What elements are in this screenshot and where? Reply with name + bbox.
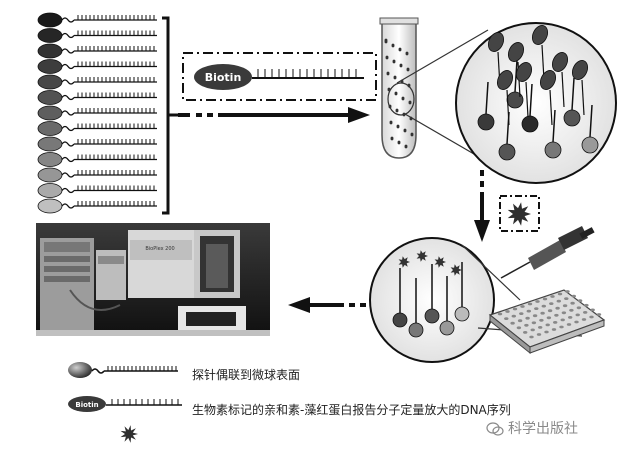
instrument-label: BioPlex 200 — [145, 246, 174, 252]
reporter-box — [499, 195, 540, 232]
arrow-to-instrument — [288, 297, 310, 313]
pipette-icon — [500, 226, 595, 279]
probe-bead-column — [37, 12, 157, 214]
watermark: 科学出版社 — [486, 418, 578, 438]
probe-bead — [37, 136, 63, 152]
phycoerythrin-burst-icon — [507, 202, 531, 226]
probe-bead — [37, 12, 63, 28]
probe-bead — [37, 43, 63, 59]
test-tube-icon — [379, 17, 419, 159]
legend-probe-icon — [68, 362, 178, 378]
probe-bead — [37, 59, 63, 74]
probe-bead — [37, 198, 63, 214]
probe-bead — [37, 121, 63, 136]
bead-bracket — [162, 16, 170, 215]
instrument-photo: BioPlex 200 — [36, 223, 270, 336]
probe-bead — [37, 28, 63, 43]
watermark-text: 科学出版社 — [508, 421, 578, 437]
probe-bead — [37, 90, 63, 105]
biotin-label: Biotin — [205, 71, 242, 84]
biotin-dna-strand — [257, 69, 357, 78]
reporter-bound-probes — [392, 250, 470, 338]
legend-reporter-icon — [120, 425, 138, 443]
probe-bead — [37, 167, 63, 183]
probe-bead — [37, 74, 63, 90]
legend-probe-text: 探针偶联到微球表面 — [192, 368, 301, 382]
probe-bead — [37, 183, 63, 198]
arrow-to-tube — [348, 107, 370, 123]
arrow-down — [474, 220, 490, 242]
wechat-icon — [486, 422, 504, 436]
legend-biotin-icon: Biotin — [68, 396, 182, 412]
microplate-icon — [488, 289, 606, 355]
probe-bead — [37, 105, 63, 121]
legend-biotin-label: Biotin — [75, 401, 98, 409]
biotin-ellipse — [194, 64, 252, 90]
probe-bead — [37, 152, 63, 167]
legend-biotin-text: 生物素标记的亲和素-藻红蛋白报告分子定量放大的DNA序列 — [192, 403, 511, 417]
captured-probes — [477, 25, 599, 161]
magnified-view-top — [455, 22, 617, 184]
